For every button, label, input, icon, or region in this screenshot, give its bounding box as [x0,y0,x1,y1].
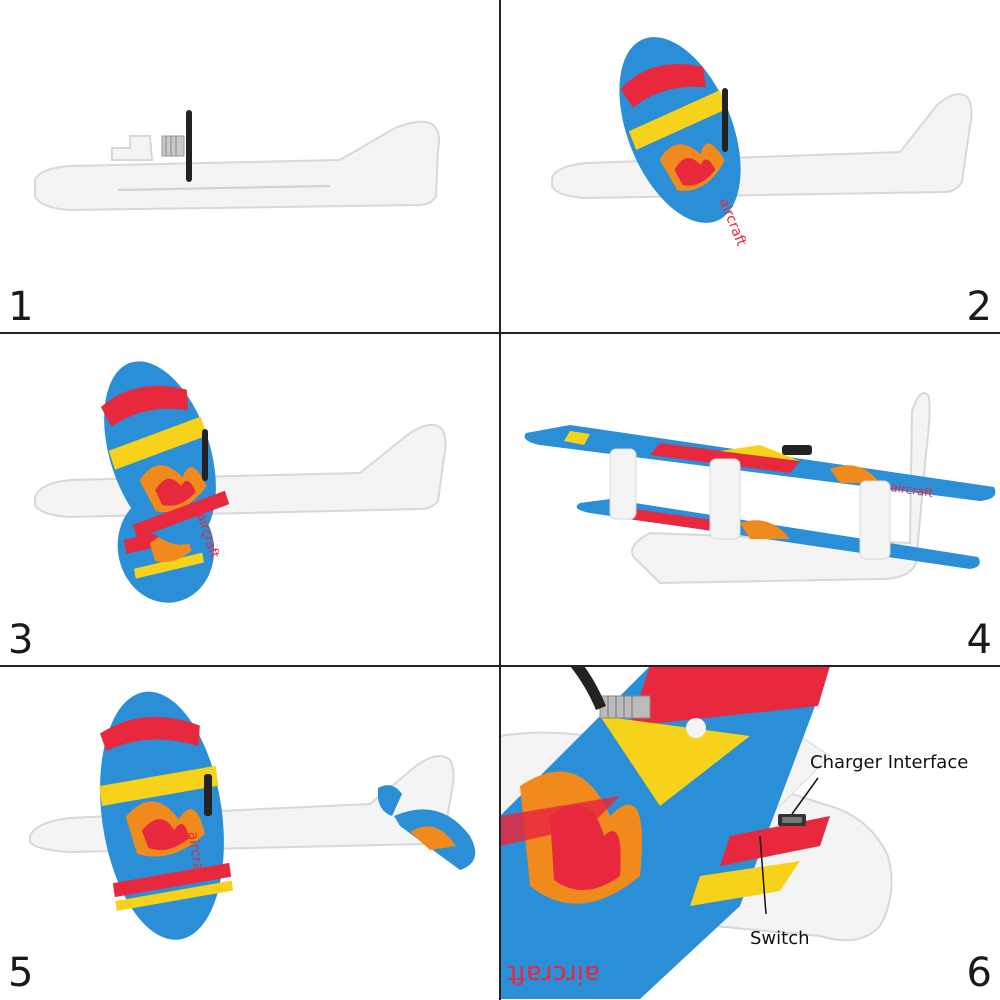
step-number: 1 [8,284,34,330]
step-number: 4 [966,617,992,663]
step-number: 2 [966,284,992,330]
switch-label: Switch [750,928,810,949]
wing-text: aircraft [185,831,208,883]
panel-1: 1 [0,0,500,333]
wing-text: aircraft [507,959,600,989]
fuselage-with-wing-illustration: aircraft [551,37,973,249]
panel-2: aircraft 2 [500,0,1000,333]
closeup-illustration: aircraft [500,666,893,999]
step-number: 6 [966,950,992,996]
step-number: 5 [8,950,34,996]
horizontal-divider-top [0,332,1000,334]
charger-interface-label: Charger Interface [810,752,969,773]
wing-text: aircraft [890,480,935,500]
panel-6: aircraft Charger Interface Switch 6 [500,666,1000,999]
biplane-illustration: aircraft [524,392,996,585]
panel-4: aircraft 4 [500,333,1000,666]
horizontal-divider-bottom [0,665,1000,667]
wing-text: aircraft [716,196,750,249]
panel-5: aircraft 5 [0,666,500,999]
fuselage-with-two-wings-illustration: aircraft [34,361,447,603]
monoplane-with-tail-illustration: aircraft [29,691,476,940]
panel-3: aircraft 3 [0,333,500,666]
fuselage-illustration [34,110,441,212]
vertical-divider [499,0,501,1000]
step-number: 3 [8,617,34,663]
